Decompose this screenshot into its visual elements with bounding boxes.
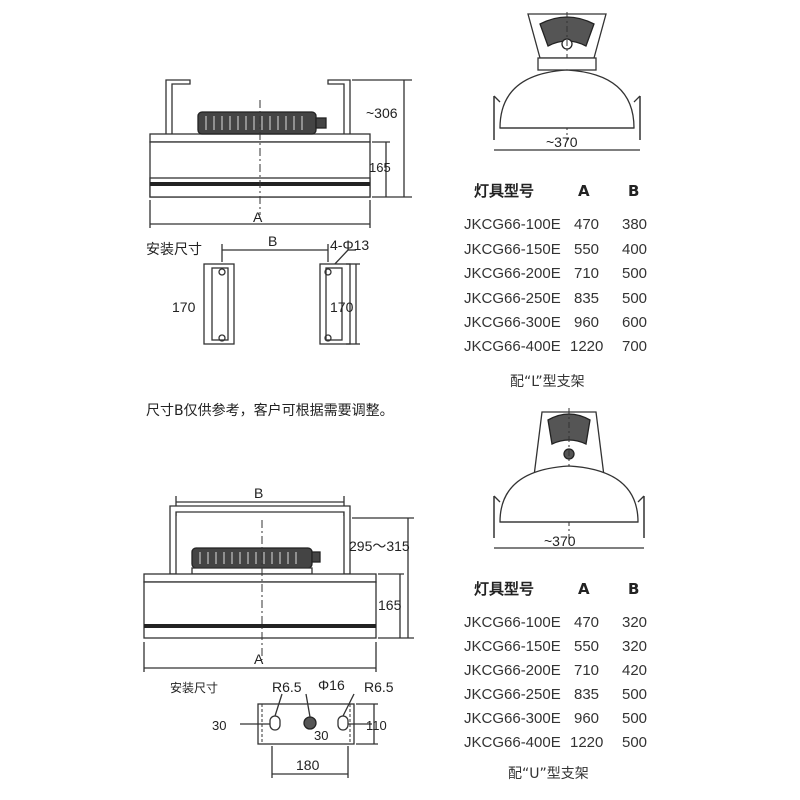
dim-plate-height: 110 (366, 718, 387, 733)
mount-label-bottom: 安装尺寸 (170, 680, 218, 695)
table-cell: JKCG66-300E (464, 710, 561, 727)
table-cell: 1220 (570, 734, 603, 751)
lamp-body-bottom (143, 581, 377, 639)
bottom-front-view (143, 496, 414, 672)
dim-bracket-left: 170 (172, 299, 196, 315)
table-cell: JKCG66-250E (464, 290, 561, 307)
top-table-header-model: 灯具型号 (474, 182, 534, 200)
dim-mount-b-bottom: B (254, 485, 263, 501)
table-cell: 470 (574, 614, 599, 631)
table-cell: 550 (574, 638, 599, 655)
top-table-header-a: A (578, 182, 590, 200)
dim-plate-width: 180 (296, 757, 320, 773)
dimension-note: 尺寸B仅供参考，客户可根据需要调整。 (146, 402, 394, 419)
dim-length-a: A (253, 209, 263, 225)
table-cell: 835 (574, 686, 599, 703)
l-bracket-left (165, 79, 191, 137)
bottom-side-view (493, 408, 645, 549)
bottom-mount-drawing (240, 693, 378, 778)
dim-holes: 4-Φ13 (330, 237, 369, 253)
dim-plate-left: 30 (212, 718, 226, 733)
table-cell: 550 (574, 241, 599, 258)
table-cell: 500 (622, 686, 647, 703)
top-table-header-b: B (628, 182, 639, 200)
table-cell: 500 (622, 290, 647, 307)
table-cell: JKCG66-150E (464, 638, 561, 655)
dim-plate-mid: 30 (314, 728, 328, 743)
dim-body-height: 165 (369, 160, 391, 175)
table-cell: 710 (574, 662, 599, 679)
table-cell: 470 (574, 216, 599, 233)
mount-label-top: 安装尺寸 (146, 242, 202, 258)
table-cell: JKCG66-200E (464, 265, 561, 282)
table-cell: 960 (574, 314, 599, 331)
driver-housing (197, 111, 317, 135)
table-cell: 420 (622, 662, 647, 679)
dim-radius-left: R6.5 (272, 679, 302, 695)
dim-radius-right: R6.5 (364, 679, 394, 695)
table-cell: 710 (574, 265, 599, 282)
dim-height-total: ~306 (366, 105, 398, 121)
l-bracket-right (327, 79, 351, 137)
table-cell: 600 (622, 314, 647, 331)
table-cell: 320 (622, 638, 647, 655)
dim-side-width-bottom: ~370 (544, 533, 576, 549)
table-cell: 400 (622, 241, 647, 258)
table-cell: JKCG66-300E (464, 314, 561, 331)
table-cell: 500 (622, 265, 647, 282)
table-cell: JKCG66-250E (464, 686, 561, 703)
dim-body-height-bottom: 165 (378, 597, 402, 613)
bottom-spec-table: 灯具型号 A B JKCG66-100E 470 320 JKCG66-150E… (464, 580, 647, 751)
bottom-table-header-a: A (578, 580, 590, 598)
top-mount-drawing (203, 244, 360, 345)
dim-bracket-right: 170 (330, 299, 354, 315)
dim-hole-dia: Φ16 (318, 677, 345, 693)
bottom-table-header-model: 灯具型号 (474, 580, 534, 598)
table-cell: 500 (622, 710, 647, 727)
dim-side-width: ~370 (546, 134, 578, 150)
bottom-caption: 配“U”型支架 (508, 766, 589, 782)
table-cell: 1220 (570, 338, 603, 355)
side-dome (499, 69, 635, 129)
table-cell: 500 (622, 734, 647, 751)
table-cell: 835 (574, 290, 599, 307)
table-cell: 700 (622, 338, 647, 355)
top-side-view (493, 12, 641, 151)
dim-height-range: 295～315 (349, 538, 410, 554)
table-cell: JKCG66-100E (464, 614, 561, 631)
table-cell: 320 (622, 614, 647, 631)
table-cell: JKCG66-400E (464, 338, 561, 355)
dim-mount-b: B (268, 233, 277, 249)
top-front-view (149, 79, 412, 228)
table-cell: JKCG66-150E (464, 241, 561, 258)
table-cell: JKCG66-400E (464, 734, 561, 751)
table-cell: 380 (622, 216, 647, 233)
dim-length-a-bottom: A (254, 651, 264, 667)
top-caption: 配“L”型支架 (510, 374, 585, 390)
table-cell: JKCG66-200E (464, 662, 561, 679)
bottom-table-header-b: B (628, 580, 639, 598)
top-spec-table: 灯具型号 A B JKCG66-100E 470 380 JKCG66-150E… (464, 182, 647, 355)
table-cell: JKCG66-100E (464, 216, 561, 233)
table-cell: 960 (574, 710, 599, 727)
